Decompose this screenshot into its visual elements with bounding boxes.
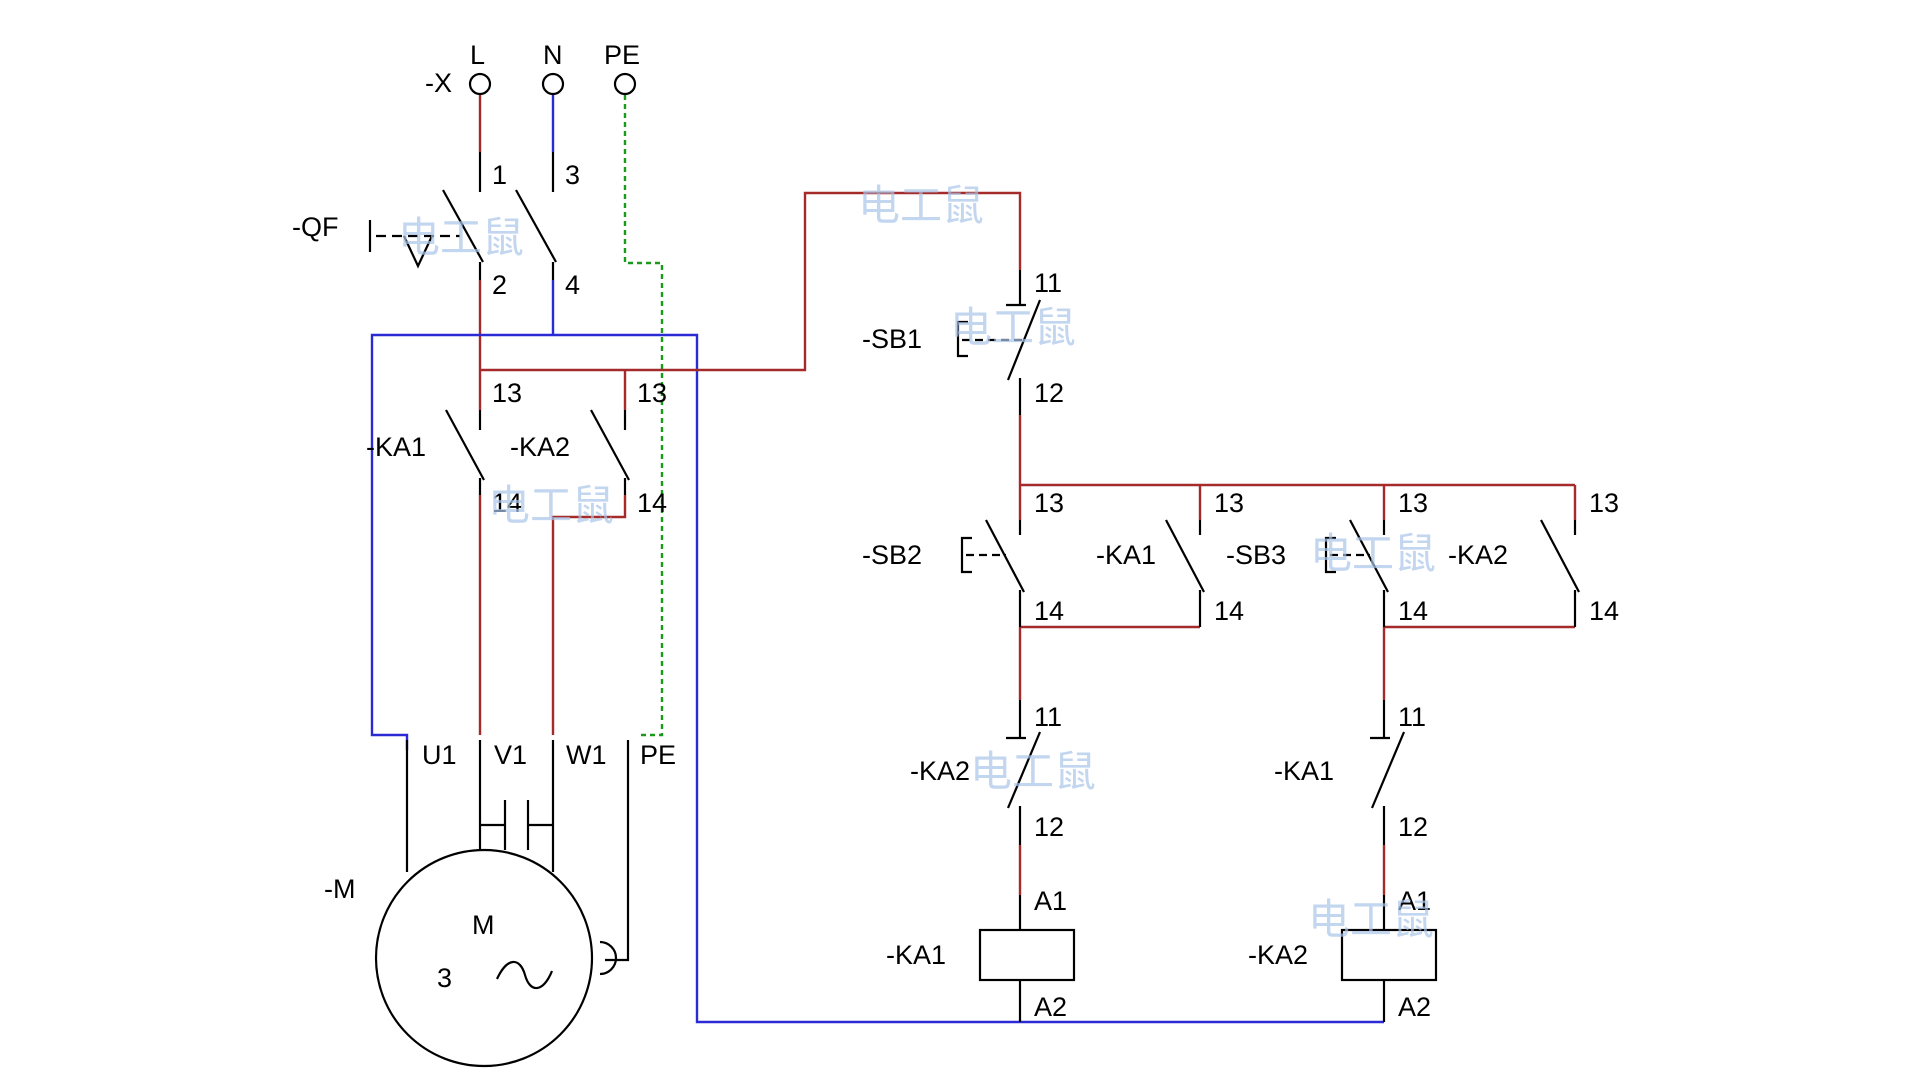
terminal-label-l: L bbox=[470, 40, 485, 70]
ac-wave-icon bbox=[495, 960, 554, 990]
motor-terminal-u1: U1 bbox=[422, 740, 457, 770]
ka2-hold-designation: -KA2 bbox=[1448, 540, 1508, 570]
coil-ka2-body bbox=[1340, 928, 1438, 982]
hold-contact-ka1: -KA1 13 14 bbox=[1096, 488, 1244, 627]
coil-ka2-designation: -KA2 bbox=[1248, 940, 1308, 970]
terminal-l-circle bbox=[468, 72, 492, 96]
terminal-n-circle bbox=[541, 72, 565, 96]
coil-ka1-pin-bottom: A2 bbox=[1034, 992, 1067, 1022]
ka1-hold-pin-top: 13 bbox=[1214, 488, 1244, 518]
ka2-main-pin-top: 13 bbox=[637, 378, 667, 408]
hold-contact-ka2: -KA2 13 14 bbox=[1448, 488, 1619, 627]
coil-ka2-pin-top: A1 bbox=[1398, 886, 1431, 916]
sb3-designation: -SB3 bbox=[1226, 540, 1286, 570]
sb2-designation: -SB2 bbox=[862, 540, 922, 570]
watermark-1: 电工鼠 bbox=[398, 213, 524, 262]
motor-terminal-w1: W1 bbox=[566, 740, 607, 770]
ka1-interlock-pin-bottom: 12 bbox=[1398, 812, 1428, 842]
ka1-main-designation: -KA1 bbox=[366, 432, 426, 462]
sb3-pin-bottom: 14 bbox=[1398, 596, 1428, 626]
ka2-main-designation: -KA2 bbox=[510, 432, 570, 462]
ka1-interlock-designation: -KA1 bbox=[1274, 756, 1334, 786]
ka2-interlock-pin-bottom: 12 bbox=[1034, 812, 1064, 842]
ka2-interlock-pin-top: 11 bbox=[1034, 702, 1062, 732]
sb1-pin-bottom: 12 bbox=[1034, 378, 1064, 408]
coil-ka1-designation: -KA1 bbox=[886, 940, 946, 970]
ka2-hold-pin-bottom: 14 bbox=[1589, 596, 1619, 626]
start-button-sb3: -SB3 13 14 bbox=[1226, 488, 1428, 627]
ka2-hold-pin-top: 13 bbox=[1589, 488, 1619, 518]
terminal-pe-circle bbox=[613, 72, 637, 96]
motor-designation: -M bbox=[324, 874, 355, 904]
ka1-hold-designation: -KA1 bbox=[1096, 540, 1156, 570]
motor-symbol: M bbox=[472, 910, 495, 940]
motor-phases: 3 bbox=[437, 963, 452, 993]
sb1-designation: -SB1 bbox=[862, 324, 922, 354]
watermark-7: 电工鼠 bbox=[1308, 895, 1434, 944]
terminal-designation: -X bbox=[425, 68, 452, 98]
circuit-breaker-qf: -QF 1 3 2 4 bbox=[292, 152, 580, 300]
ka1-interlock-pin-top: 11 bbox=[1398, 702, 1426, 732]
terminal-strip: -X L N PE bbox=[425, 40, 640, 98]
motor-terminal-v1: V1 bbox=[494, 740, 527, 770]
ka1-hold-pin-bottom: 14 bbox=[1214, 596, 1244, 626]
breaker-pin-4: 4 bbox=[565, 270, 580, 300]
watermarks: 电工鼠 电工鼠 电工鼠 电工鼠 电工鼠 电工鼠 电工鼠 bbox=[398, 181, 1436, 944]
watermark-2: 电工鼠 bbox=[858, 181, 984, 230]
coil-ka1: -KA1 A1 A2 bbox=[886, 886, 1076, 1022]
ka1-main-pin-bottom: 14 bbox=[492, 488, 522, 518]
breaker-pin-2: 2 bbox=[492, 270, 507, 300]
interlock-contact-ka2: -KA2 11 12 bbox=[910, 700, 1064, 845]
breaker-pin-3: 3 bbox=[565, 160, 580, 190]
breaker-designation: -QF bbox=[292, 212, 339, 242]
ka2-interlock-designation: -KA2 bbox=[910, 756, 970, 786]
terminal-label-n: N bbox=[543, 40, 563, 70]
stop-button-sb1: -SB1 11 12 bbox=[862, 268, 1064, 415]
start-button-sb2: -SB2 13 14 bbox=[862, 488, 1064, 627]
watermark-4: 电工鼠 bbox=[488, 481, 614, 530]
motor-terminal-pe: PE bbox=[640, 740, 676, 770]
control-wiring bbox=[1018, 415, 1577, 895]
sb3-pin-top: 13 bbox=[1398, 488, 1428, 518]
coil-ka1-pin-top: A1 bbox=[1034, 886, 1067, 916]
ka1-main-pin-top: 13 bbox=[492, 378, 522, 408]
main-contact-ka1: 13 -KA1 14 bbox=[366, 378, 522, 518]
motor-m: -M U1 V1 W1 PE M 3 bbox=[324, 740, 676, 1068]
interlock-contact-ka1: -KA1 11 12 bbox=[1274, 700, 1428, 845]
sb2-pin-top: 13 bbox=[1034, 488, 1064, 518]
watermark-6: 电工鼠 bbox=[970, 747, 1096, 796]
breaker-pin-1: 1 bbox=[492, 160, 507, 190]
coil-ka2-pin-bottom: A2 bbox=[1398, 992, 1431, 1022]
watermark-3: 电工鼠 bbox=[950, 303, 1076, 352]
ka2-main-pin-bottom: 14 bbox=[637, 488, 667, 518]
main-contact-ka2: 13 -KA2 14 bbox=[510, 378, 667, 518]
coil-ka1-body bbox=[978, 928, 1076, 982]
sb1-pin-top: 11 bbox=[1034, 268, 1062, 298]
coil-ka2: -KA2 A1 A2 bbox=[1248, 886, 1438, 1022]
terminal-label-pe: PE bbox=[604, 40, 640, 70]
sb2-pin-bottom: 14 bbox=[1034, 596, 1064, 626]
watermark-5: 电工鼠 bbox=[1310, 529, 1436, 578]
motor-circle bbox=[374, 848, 594, 1068]
